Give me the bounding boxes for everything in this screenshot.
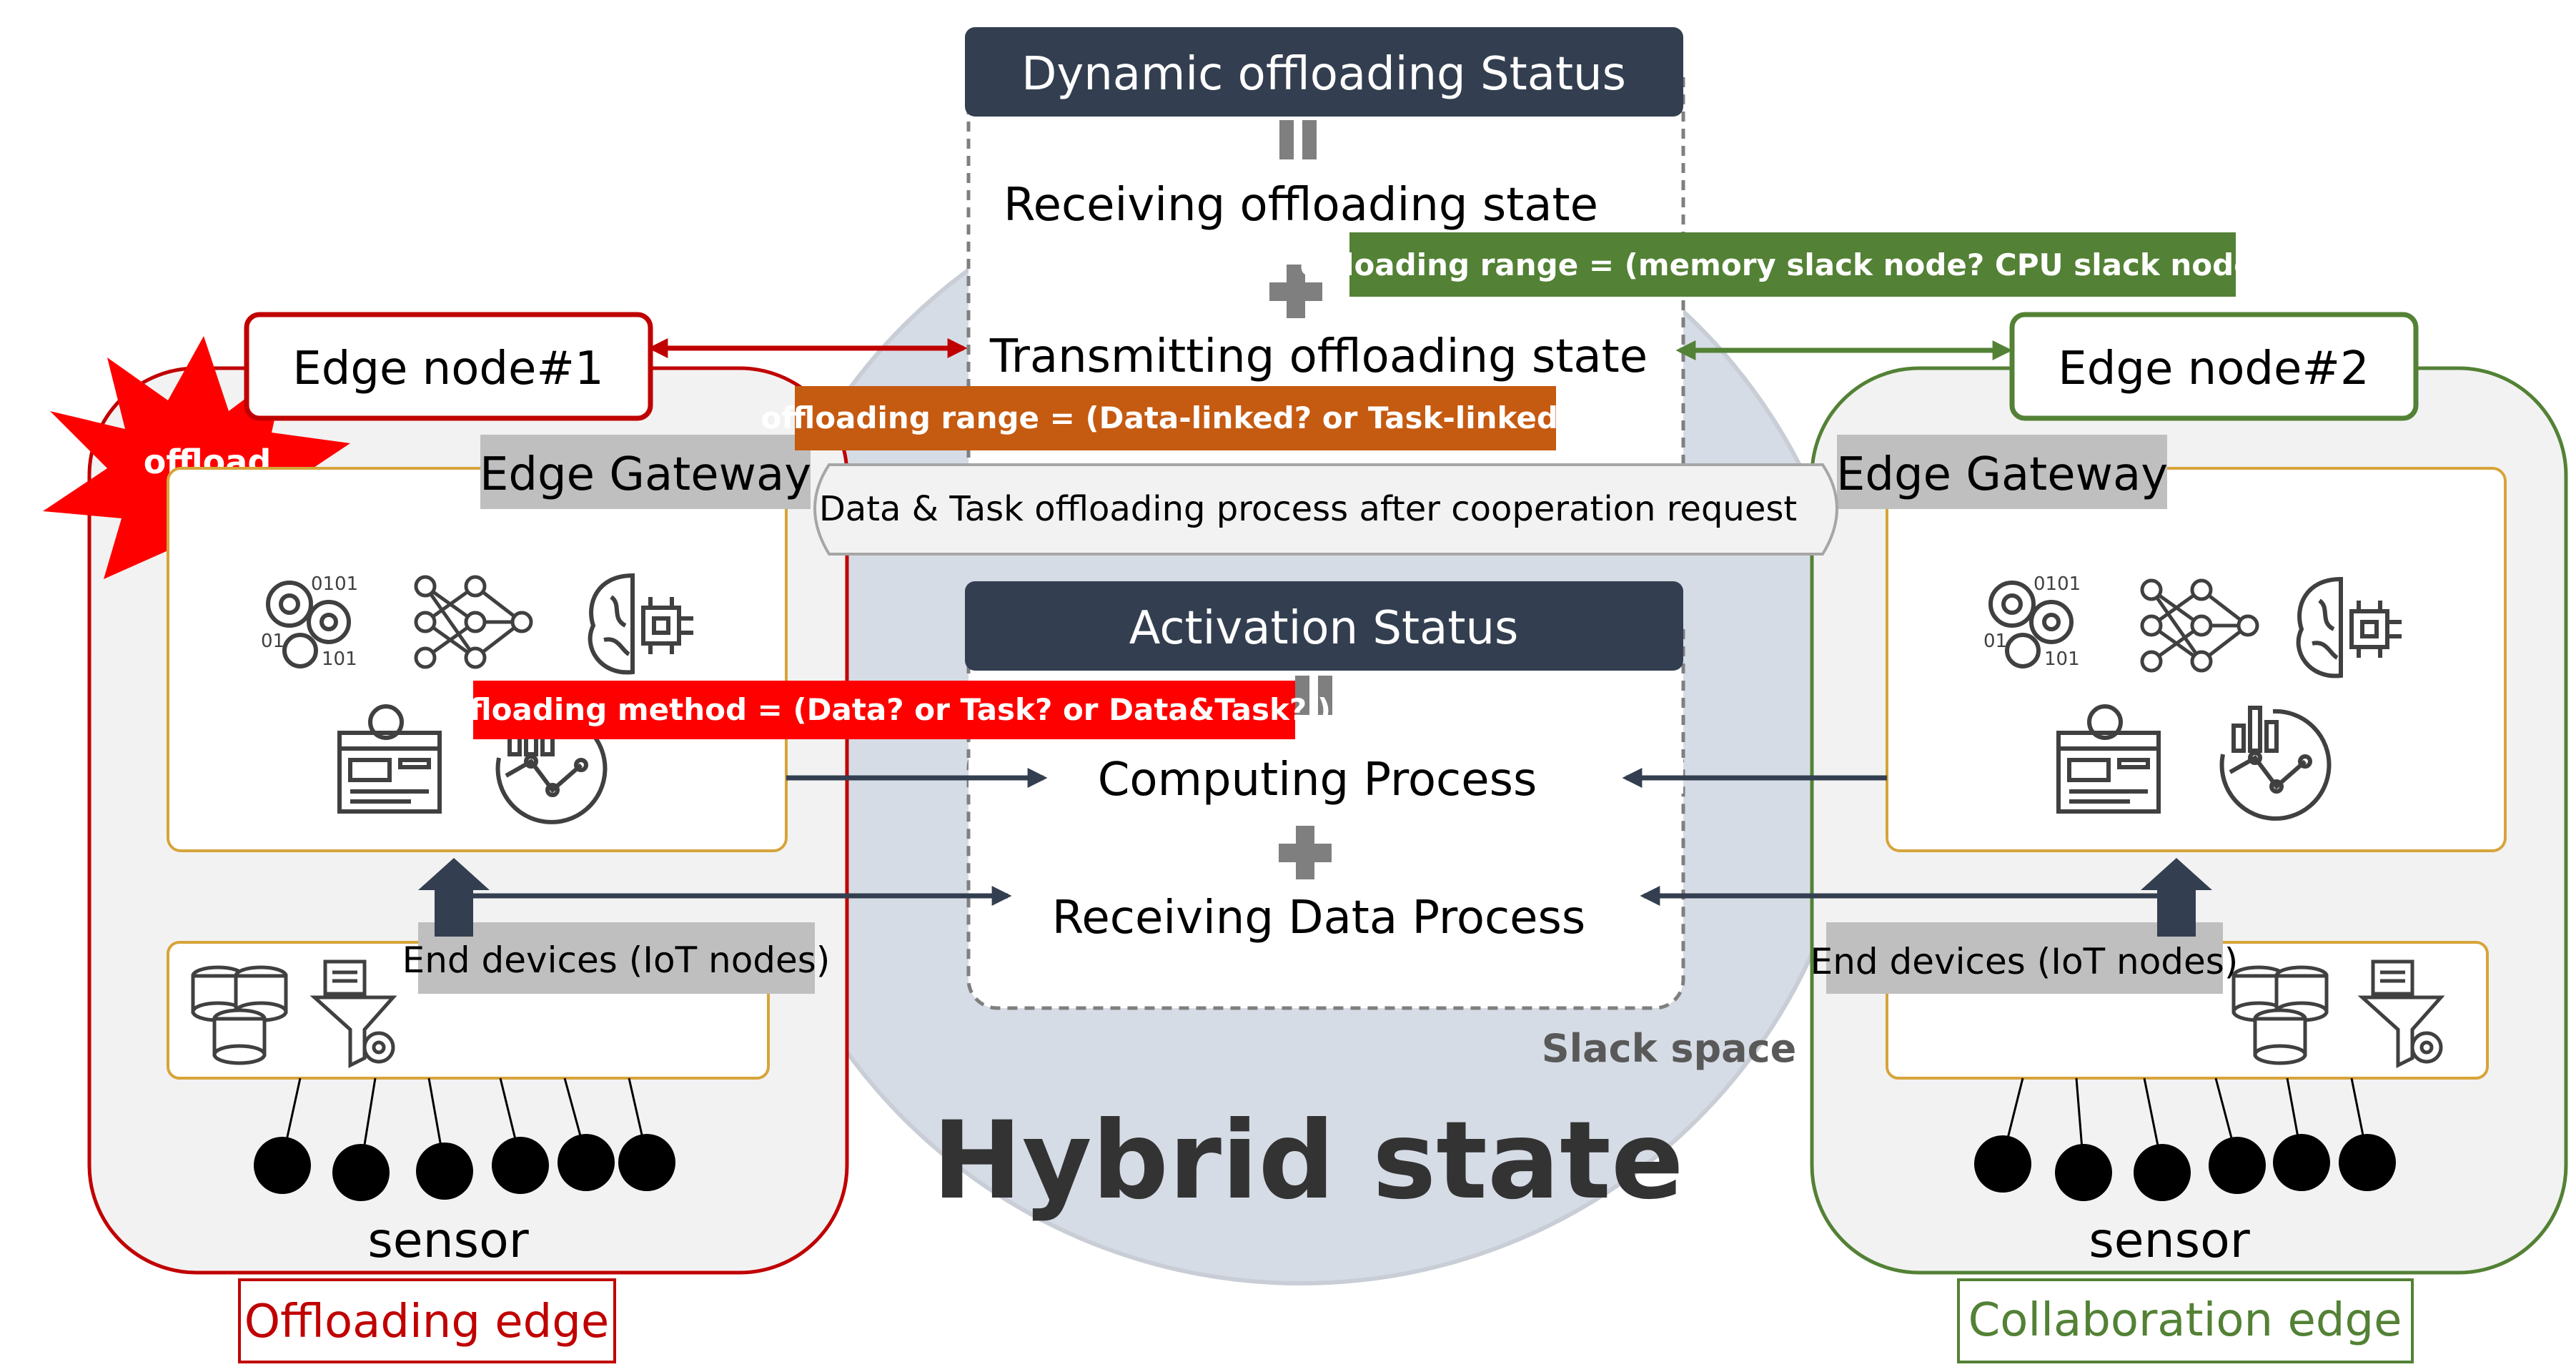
activation-status-header	[965, 581, 1683, 671]
edge-node-2-title: Edge node#2	[2058, 342, 2369, 395]
dynamic-status-title: Dynamic offloading Status	[1021, 48, 1626, 101]
green-range-text: offloading range = (memory slack node? C…	[1300, 247, 2286, 282]
offloading-edge-label-box	[238, 1278, 616, 1363]
dynamic-status-panel	[966, 69, 1685, 538]
neural-network-icon	[2140, 578, 2259, 673]
left-up-arrow	[418, 858, 490, 937]
ai-brain-chip-icon	[588, 573, 693, 675]
slack-space-label: Slack space	[1542, 1026, 1796, 1071]
red-method-text: offloading method = (Data? or Task? or D…	[437, 692, 1331, 727]
left-sensors	[254, 1134, 675, 1201]
database-icon	[191, 965, 288, 1065]
edge-node-1-title: Edge node#1	[292, 342, 603, 395]
left-gateway-label: Edge Gateway	[480, 448, 811, 501]
green-range-tag	[1349, 232, 2236, 297]
computing-process: Computing Process	[1098, 754, 1537, 806]
right-sensor-label: sensor	[2089, 1213, 2249, 1269]
right-gateway-label-bg	[1837, 435, 2167, 509]
receiving-offloading-state: Receiving offloading state	[1004, 179, 1598, 232]
right-devices-label: End devices (IoT nodes)	[1810, 941, 2239, 982]
equals-bars-top	[1279, 120, 1317, 159]
edge-node-2-title-box	[2009, 312, 2419, 421]
orange-range-text: offloading range = (Data-linked? or Task…	[761, 400, 1590, 435]
right-gateway-label: Edge Gateway	[1836, 448, 2168, 501]
svg-text:01: 01	[261, 631, 284, 652]
svg-text:101: 101	[2044, 648, 2080, 670]
left-gateway-label-bg	[480, 435, 811, 509]
database-icon	[2231, 965, 2329, 1065]
right-sensors	[1974, 1134, 2396, 1201]
left-sensor-label: sensor	[367, 1213, 528, 1269]
data-filter-icon	[2357, 959, 2445, 1069]
cooperation-ribbon-text: Data & Task offloading process after coo…	[819, 489, 1797, 529]
hybrid-state-title: Hybrid state	[932, 1099, 1683, 1223]
collaboration-edge-label: Collaboration edge	[1968, 1294, 2402, 1347]
svg-text:101: 101	[322, 648, 357, 670]
svg-text:0101: 0101	[311, 573, 358, 595]
ai-brain-chip-icon	[2296, 576, 2402, 678]
edge-node-1-title-box	[244, 312, 653, 421]
right-up-arrow	[2141, 858, 2212, 937]
right-devices-label-bg	[1826, 922, 2223, 994]
dynamic-status-header	[965, 27, 1683, 117]
web-settings-icon	[337, 704, 442, 814]
data-filter-icon	[309, 959, 397, 1069]
transmitting-offloading-state: Transmitting offloading state	[989, 330, 1648, 383]
plus-icon-top	[1269, 265, 1322, 318]
orange-range-tag	[795, 386, 1556, 450]
analytics-chart-icon	[2219, 706, 2332, 821]
offloading-edge-label: Offloading edge	[244, 1295, 610, 1348]
activation-status-title: Activation Status	[1129, 602, 1519, 655]
plus-icon-bottom	[1279, 826, 1332, 879]
web-settings-icon	[2056, 704, 2161, 814]
svg-text:01: 01	[1983, 631, 2007, 652]
receiving-data-process: Receiving Data Process	[1052, 892, 1585, 944]
cooperation-ribbon	[813, 463, 1838, 556]
red-method-tag	[473, 681, 1295, 739]
neural-network-icon	[414, 575, 533, 669]
left-devices-label-bg	[418, 922, 815, 994]
svg-text:0101: 0101	[2033, 573, 2081, 595]
collaboration-edge-label-box	[1957, 1278, 2414, 1363]
left-devices-label: End devices (IoT nodes)	[402, 939, 831, 981]
equals-bars-bottom	[1295, 676, 1332, 715]
gears-binary-icon: 0101 01 101	[1983, 573, 2081, 670]
gears-binary-icon: 0101 01 101	[261, 573, 358, 670]
